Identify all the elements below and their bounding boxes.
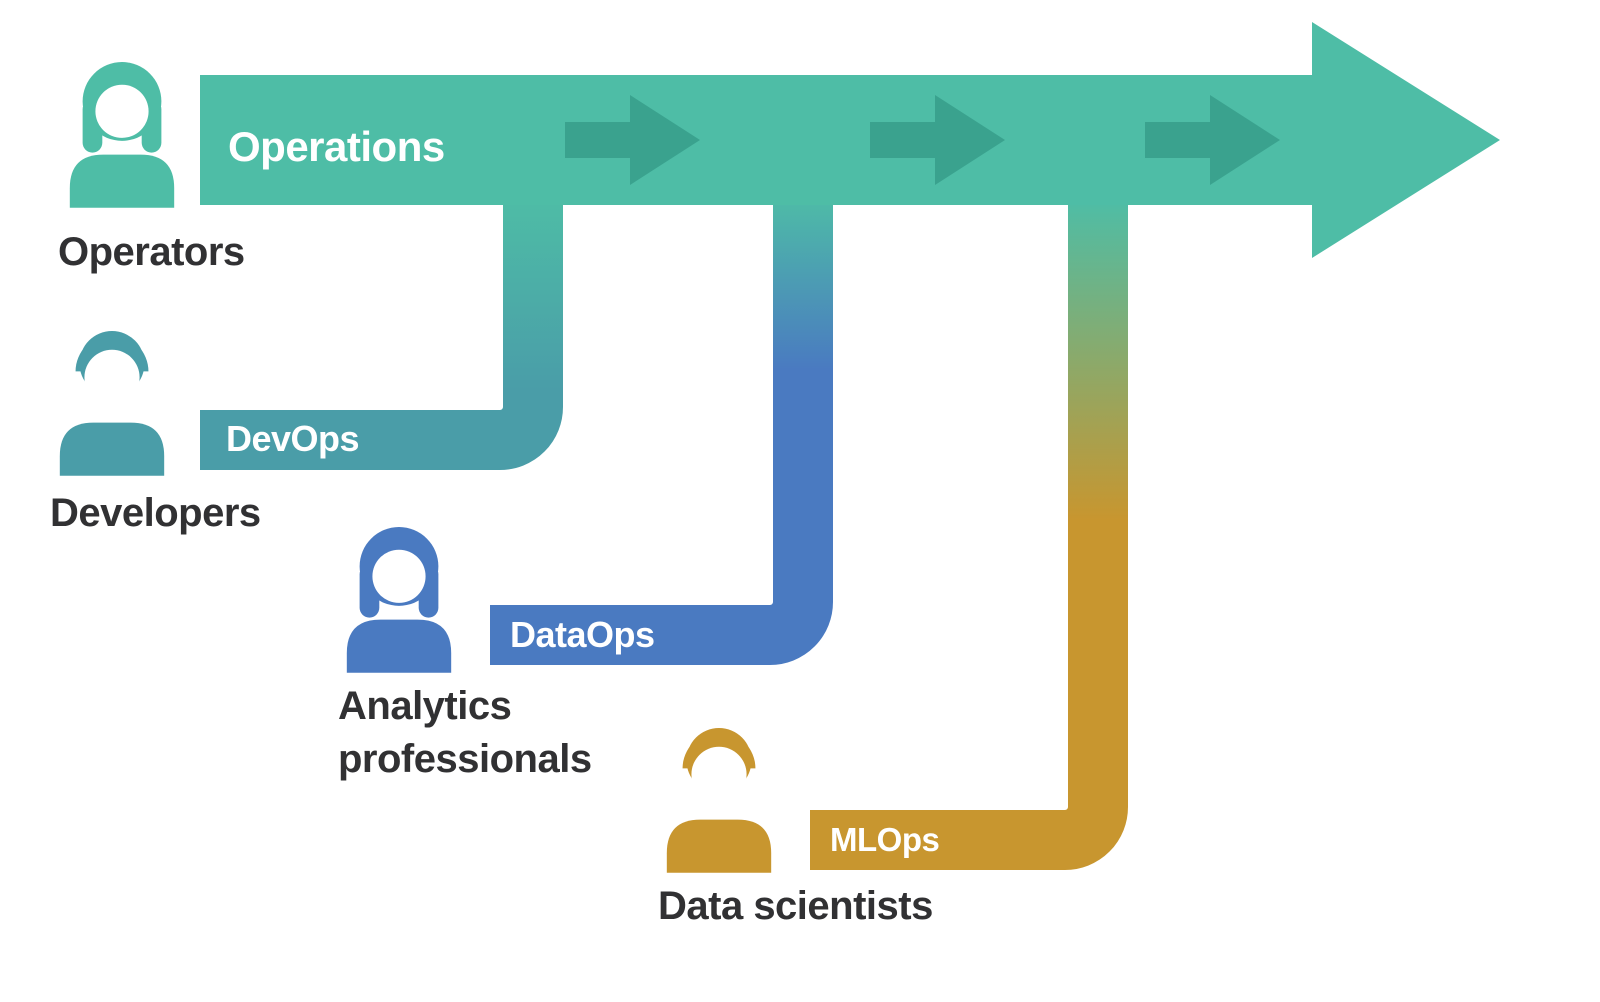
mlops-pipe bbox=[810, 195, 1128, 870]
merge-arrow-icon bbox=[870, 95, 1005, 185]
devops-pipe bbox=[200, 195, 563, 470]
analytics-person-icon bbox=[346, 527, 452, 673]
merge-arrow-icon bbox=[565, 95, 700, 185]
merge-arrow-icon bbox=[1145, 95, 1280, 185]
developers-label: Developers bbox=[50, 491, 261, 535]
dataops-pipe bbox=[490, 195, 833, 665]
mlops-label: MLOps bbox=[830, 821, 940, 858]
dataops-label: DataOps bbox=[510, 614, 655, 655]
operations-arrow bbox=[200, 22, 1500, 258]
data-scientists-label: Data scientists bbox=[658, 884, 933, 928]
data-scientist-person-icon bbox=[666, 728, 772, 873]
operations-label: Operations bbox=[228, 123, 445, 170]
analytics-professionals-label: Analytics professionals bbox=[338, 684, 592, 781]
operator-person-icon bbox=[69, 62, 175, 208]
operators-label: Operators bbox=[58, 230, 245, 274]
developer-person-icon bbox=[59, 331, 165, 476]
devops-label: DevOps bbox=[226, 418, 360, 459]
